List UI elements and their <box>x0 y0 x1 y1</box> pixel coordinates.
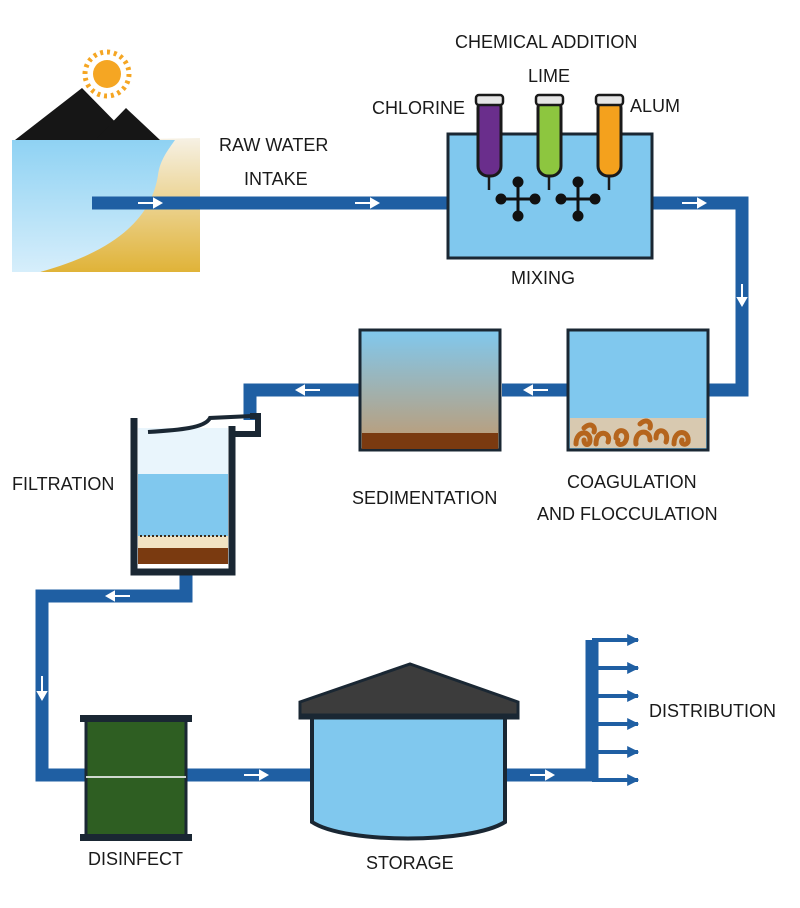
coagulation-tank <box>566 328 710 452</box>
mixer-propeller-icon <box>495 176 541 222</box>
flow-arrow-icon <box>104 590 130 602</box>
flow-arrow-icon <box>294 384 320 396</box>
mountains-icon <box>15 88 160 140</box>
label-alum: ALUM <box>630 96 680 116</box>
filter-to-disinfect-pipe <box>35 572 193 782</box>
disinfect-tank <box>80 715 192 841</box>
flow-arrow-icon <box>522 384 548 396</box>
label-flocculation: AND FLOCCULATION <box>537 504 718 524</box>
label-storage: STORAGE <box>366 853 454 873</box>
label-chlorine: CHLORINE <box>372 98 465 118</box>
chemical-tube-chlorine <box>474 93 505 190</box>
sand <box>40 138 200 272</box>
filter-tank <box>130 413 261 576</box>
chemical-tube-alum <box>594 93 625 190</box>
sun-icon <box>82 49 132 99</box>
flow-arrow-icon <box>36 676 48 702</box>
label-lime: LIME <box>528 66 570 86</box>
label-sedimentation: SEDIMENTATION <box>352 488 497 508</box>
flow-arrow-icon <box>736 284 748 308</box>
sedimentation-to-filter-pipe <box>243 383 360 420</box>
label-intake: INTAKE <box>244 169 308 189</box>
label-filtration: FILTRATION <box>12 474 114 494</box>
floc-particles <box>573 418 691 447</box>
shore-scene <box>12 49 200 272</box>
label-mixing: MIXING <box>511 268 575 288</box>
flow-arrow-icon <box>355 197 381 209</box>
flow-arrow-icon <box>682 197 708 209</box>
sedimentation-tank <box>358 328 502 452</box>
label-chemical-addition: CHEMICAL ADDITION <box>455 32 637 52</box>
storage-tank <box>298 662 520 841</box>
label-coagulation: COAGULATION <box>567 472 697 492</box>
mixer-propeller-icon <box>555 176 601 222</box>
label-distribution: DISTRIBUTION <box>649 701 776 721</box>
flow-arrow-icon <box>36 197 748 781</box>
distribution-manifold <box>592 634 640 786</box>
label-raw-water: RAW WATER <box>219 135 328 155</box>
chemical-tube-lime <box>534 93 565 190</box>
flow-arrow-icon <box>138 197 164 209</box>
flow-arrow-icon <box>244 769 270 781</box>
label-disinfect: DISINFECT <box>88 849 183 869</box>
flow-arrow-icon <box>530 769 556 781</box>
